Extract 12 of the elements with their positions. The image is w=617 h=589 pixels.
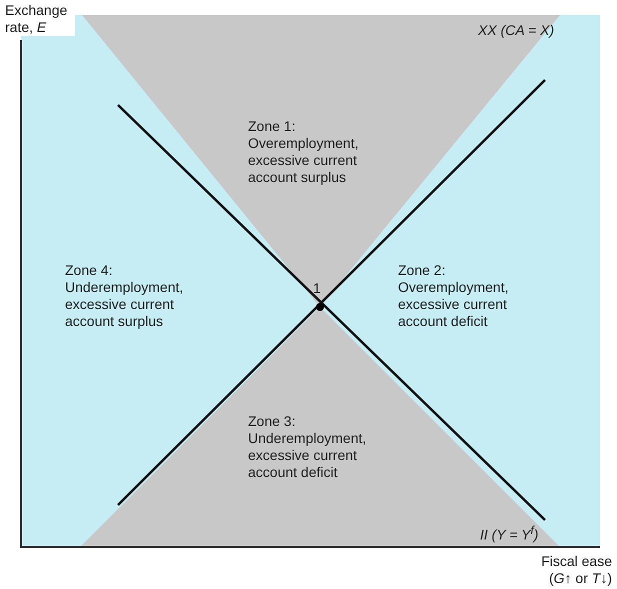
- axis-title: Exchange rate, E: [5, 2, 75, 36]
- zone-description: Overemployment, excessive current account surplus: [248, 135, 360, 186]
- curve-label: II (Y = Y$^{f}$): [480, 523, 538, 544]
- zone-heading: Zone 3:: [248, 413, 296, 430]
- zone-description: Overemployment, excessive current account deficit: [398, 279, 510, 330]
- curve-label: XX (CA = X): [478, 22, 554, 39]
- zone-heading: Zone 2:: [398, 262, 446, 279]
- zone-description: Underemployment, excessive current account surplus: [65, 279, 184, 330]
- zone-description: Underemployment, excessive current account deficit: [248, 430, 368, 481]
- point-label: 1: [313, 280, 321, 297]
- zone-heading: Zone 1:: [248, 118, 296, 135]
- zone-heading: Zone 4:: [65, 262, 114, 279]
